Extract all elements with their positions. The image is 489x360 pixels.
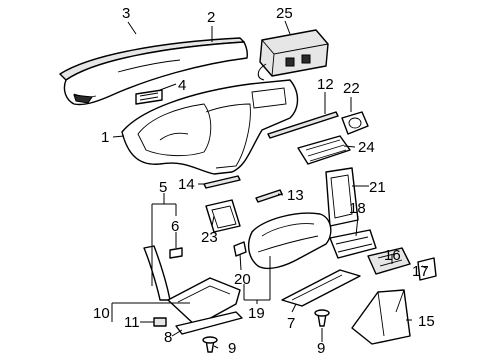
callout-24: 24 bbox=[358, 139, 375, 156]
callout-16: 16 bbox=[384, 247, 401, 264]
part-9-fastener-left bbox=[202, 336, 218, 353]
callout-7: 7 bbox=[287, 315, 295, 332]
part-14-trim-bar bbox=[203, 175, 241, 189]
callout-17: 17 bbox=[412, 263, 429, 280]
part-5-knee-bolster bbox=[143, 245, 171, 301]
callout-4: 4 bbox=[178, 77, 186, 94]
callout-20: 20 bbox=[234, 271, 251, 288]
part-7-lower-support bbox=[281, 269, 361, 307]
callout-5: 5 bbox=[159, 179, 167, 196]
callout-6: 6 bbox=[171, 218, 179, 235]
part-18-bracket bbox=[329, 229, 377, 259]
part-6-clip bbox=[169, 247, 183, 259]
callout-22: 22 bbox=[343, 80, 360, 97]
cluster-bezel bbox=[247, 212, 332, 270]
part-25-airbag-module bbox=[257, 29, 329, 81]
callout-15: 15 bbox=[418, 313, 435, 330]
callout-18: 18 bbox=[349, 200, 366, 217]
callout-21: 21 bbox=[369, 179, 386, 196]
callout-25: 25 bbox=[276, 5, 293, 22]
callout-12: 12 bbox=[317, 76, 334, 93]
part-15-console bbox=[351, 289, 411, 345]
callout-8: 8 bbox=[164, 329, 172, 346]
callout-labels: 3 2 25 4 12 22 1 24 14 13 21 5 6 18 23 1… bbox=[93, 5, 435, 357]
callout-11: 11 bbox=[124, 314, 140, 331]
part-17-switch bbox=[417, 257, 437, 281]
callout-9-left: 9 bbox=[228, 340, 236, 357]
part-9-fastener-right bbox=[314, 309, 330, 327]
part-10-glove-box bbox=[167, 277, 241, 327]
part-23-outlet bbox=[205, 199, 241, 233]
part-12-trim-strip bbox=[267, 111, 339, 139]
callout-19: 19 bbox=[248, 305, 265, 322]
part-1-instrument-panel bbox=[121, 79, 299, 175]
part-16-switch-assembly bbox=[367, 247, 411, 275]
callout-9-right: 9 bbox=[317, 340, 325, 357]
part-11-plug bbox=[153, 317, 167, 327]
callout-3: 3 bbox=[122, 5, 130, 22]
callout-14: 14 bbox=[178, 176, 195, 193]
callout-1: 1 bbox=[101, 129, 109, 146]
callout-13: 13 bbox=[287, 187, 304, 204]
part-22-side-air-outlet bbox=[341, 111, 369, 135]
part-4-vent-bezel bbox=[135, 89, 163, 105]
callout-2: 2 bbox=[207, 9, 215, 26]
part-24-center-air-outlet bbox=[297, 135, 351, 165]
callout-23: 23 bbox=[201, 229, 218, 246]
part-2-upper-pad bbox=[63, 41, 248, 106]
leader-lines bbox=[111, 20, 427, 349]
callout-10: 10 bbox=[93, 305, 110, 322]
part-13-small-trim bbox=[255, 189, 283, 203]
part-20-clip bbox=[233, 241, 247, 257]
part-21-center-bezel bbox=[325, 167, 359, 227]
